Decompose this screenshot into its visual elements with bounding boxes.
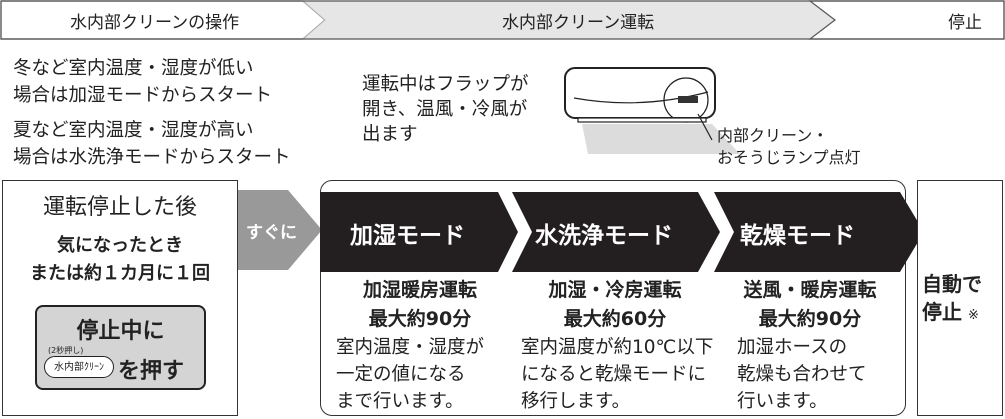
water-clean-key-icon: 水内部ｸﾘｰﾝ (44, 356, 114, 378)
mode-desc-dry-1: 加湿ホースの (737, 337, 848, 358)
footnote-mark: ※ (968, 308, 979, 323)
note-summer-line2: 場合は水洗浄モードからスタート (13, 147, 291, 168)
mode-desc-wash-1: 室内温度が約10℃以下 (521, 337, 714, 358)
mode-sub2-wash: 最大約60分 (563, 308, 667, 330)
ac-flap (577, 117, 707, 123)
mode-title-wash: 水洗浄モード (535, 223, 673, 249)
note-winter-line1: 冬など室内温度・湿度が低い (13, 58, 254, 79)
mode-desc-wash-3: 移行します。 (521, 391, 631, 412)
mode-desc-humidify-1: 室内温度・湿度が (336, 337, 485, 358)
illus-line1: 運転中はフラップが (362, 74, 529, 95)
airflow-shape (582, 124, 740, 154)
illustration-note: 運転中はフラップが 開き、温風・冷風が 出ます (362, 72, 529, 147)
note-summer-line1: 夏など室内温度・湿度が高い (13, 120, 254, 141)
header-bar (0, 0, 1005, 40)
mode-arrow-dry (714, 192, 924, 272)
illus-line3: 出ます (362, 124, 418, 145)
mode-detail-dry: 送風・暖房運転 最大約90分 加湿ホースの 乾燥も合わせて 行います。 (712, 276, 908, 415)
connector-label: すぐに (246, 223, 297, 243)
header-run-label: 水内部クリーン運転 (502, 13, 655, 33)
ac-body (564, 67, 716, 119)
auto-stop-line1: 自動で (922, 272, 982, 296)
mode-title-humidify: 加湿モード (350, 223, 465, 249)
mode-arrow-wash (512, 192, 720, 272)
mode-desc-dry-3: 行います。 (737, 391, 828, 412)
callout-line1: 内部クリーン・ (717, 126, 829, 145)
mode-sub1-wash: 加湿・冷房運転 (548, 279, 682, 301)
header-operation-label: 水内部クリーンの操作 (70, 13, 240, 33)
button-line2: を押す (118, 359, 185, 384)
header-stop-label: 停止 (948, 13, 982, 33)
mode-detail-wash: 加湿・冷房運転 最大約60分 室内温度が約10℃以下 になると乾燥モードに 移行… (515, 276, 715, 415)
button-hold-note: (2秒押し) (48, 346, 84, 355)
illus-line2: 開き、温風・冷風が (362, 99, 528, 120)
note-summer: 夏など室内温度・湿度が高い 場合は水洗浄モードからスタート (13, 117, 291, 171)
note-winter: 冬など室内温度・湿度が低い 場合は加湿モードからスタート (13, 55, 272, 109)
mode-arrow-humidify (320, 192, 518, 272)
callout-line2: おそうじランプ点灯 (717, 148, 861, 167)
mode-desc-dry: 加湿ホースの 乾燥も合わせて 行います。 (712, 334, 908, 415)
auto-stop-text: 自動で 停止 ※ (922, 270, 982, 330)
operation-when: 気になったとき または約１カ月に１回 (0, 232, 240, 288)
mode-desc-dry-2: 乾燥も合わせて (737, 364, 867, 385)
button-line1: 停止中に (76, 319, 165, 344)
operation-title: 運転停止した後 (42, 195, 197, 220)
mode-desc-humidify-3: まで行います。 (336, 391, 464, 412)
mode-detail-humidify: 加湿暖房運転 最大約90分 室内温度・湿度が 一定の値になる まで行います。 (322, 276, 518, 415)
mode-sub1-dry: 送風・暖房運転 (743, 279, 877, 301)
mode-sub1-humidify: 加湿暖房運転 (362, 279, 477, 301)
auto-stop-box (917, 180, 1003, 416)
mode-desc-wash: 室内温度が約10℃以下 になると乾燥モードに 移行します。 (515, 334, 715, 415)
mode-sub2-dry: 最大約90分 (758, 308, 862, 330)
mode-title-dry: 乾燥モード (740, 223, 855, 249)
lamp-callout: 内部クリーン・ おそうじランプ点灯 (717, 125, 861, 169)
connector-arrow (238, 190, 322, 270)
modes-box (320, 180, 906, 416)
note-winter-line2: 場合は加湿モードからスタート (13, 85, 273, 106)
mode-sub2-humidify: 最大約90分 (368, 308, 472, 330)
auto-stop-line2: 停止 (922, 300, 962, 324)
mode-arrows (320, 192, 924, 272)
operation-when-line1: 気になったとき (57, 235, 183, 256)
operation-when-line2: または約１カ月に１回 (30, 263, 210, 284)
mode-desc-humidify-2: 一定の値になる (336, 364, 466, 385)
mode-desc-wash-2: になると乾燥モードに (521, 364, 707, 385)
air-conditioner-illustration (564, 67, 740, 154)
mode-desc-humidify: 室内温度・湿度が 一定の値になる まで行います。 (322, 334, 518, 415)
